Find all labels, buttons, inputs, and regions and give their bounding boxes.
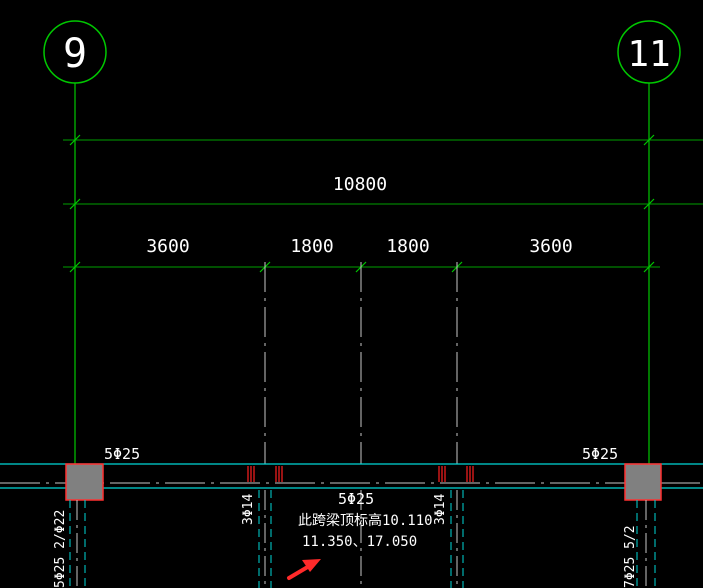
rebar-side-right: 3Φ14 xyxy=(433,494,448,525)
beam-note-line2: 11.350、17.050 xyxy=(302,534,417,550)
axis-label-11: 11 xyxy=(627,34,670,75)
red-arrow-icon xyxy=(287,559,321,580)
dimension-segment-1: 3600 xyxy=(146,236,189,257)
rebar-side-left: 3Φ14 xyxy=(241,494,256,525)
dimension-segment-4: 3600 xyxy=(529,236,572,257)
dimension-total-text: 10800 xyxy=(333,174,387,195)
rebar-bottom-left: 5Φ25 2/Φ22 xyxy=(53,510,68,588)
lower-centerlines xyxy=(76,490,647,588)
rebar-mid: 5Φ25 xyxy=(338,490,374,508)
beam-note-line1: 此跨梁顶标高10.110 xyxy=(298,512,433,529)
axis-label-9: 9 xyxy=(63,31,87,77)
dimension-segment-2: 1800 xyxy=(290,236,333,257)
stirrup-marks xyxy=(247,466,474,482)
column-left xyxy=(65,463,104,501)
rebar-top-right: 5Φ25 xyxy=(582,445,618,463)
lower-beam-lines xyxy=(69,490,656,588)
dimension-segment-3: 1800 xyxy=(386,236,429,257)
rebar-top-left: 5Φ25 xyxy=(104,445,140,463)
column-right xyxy=(624,463,662,501)
rebar-bottom-right: 7Φ25 5/2 xyxy=(623,525,638,588)
